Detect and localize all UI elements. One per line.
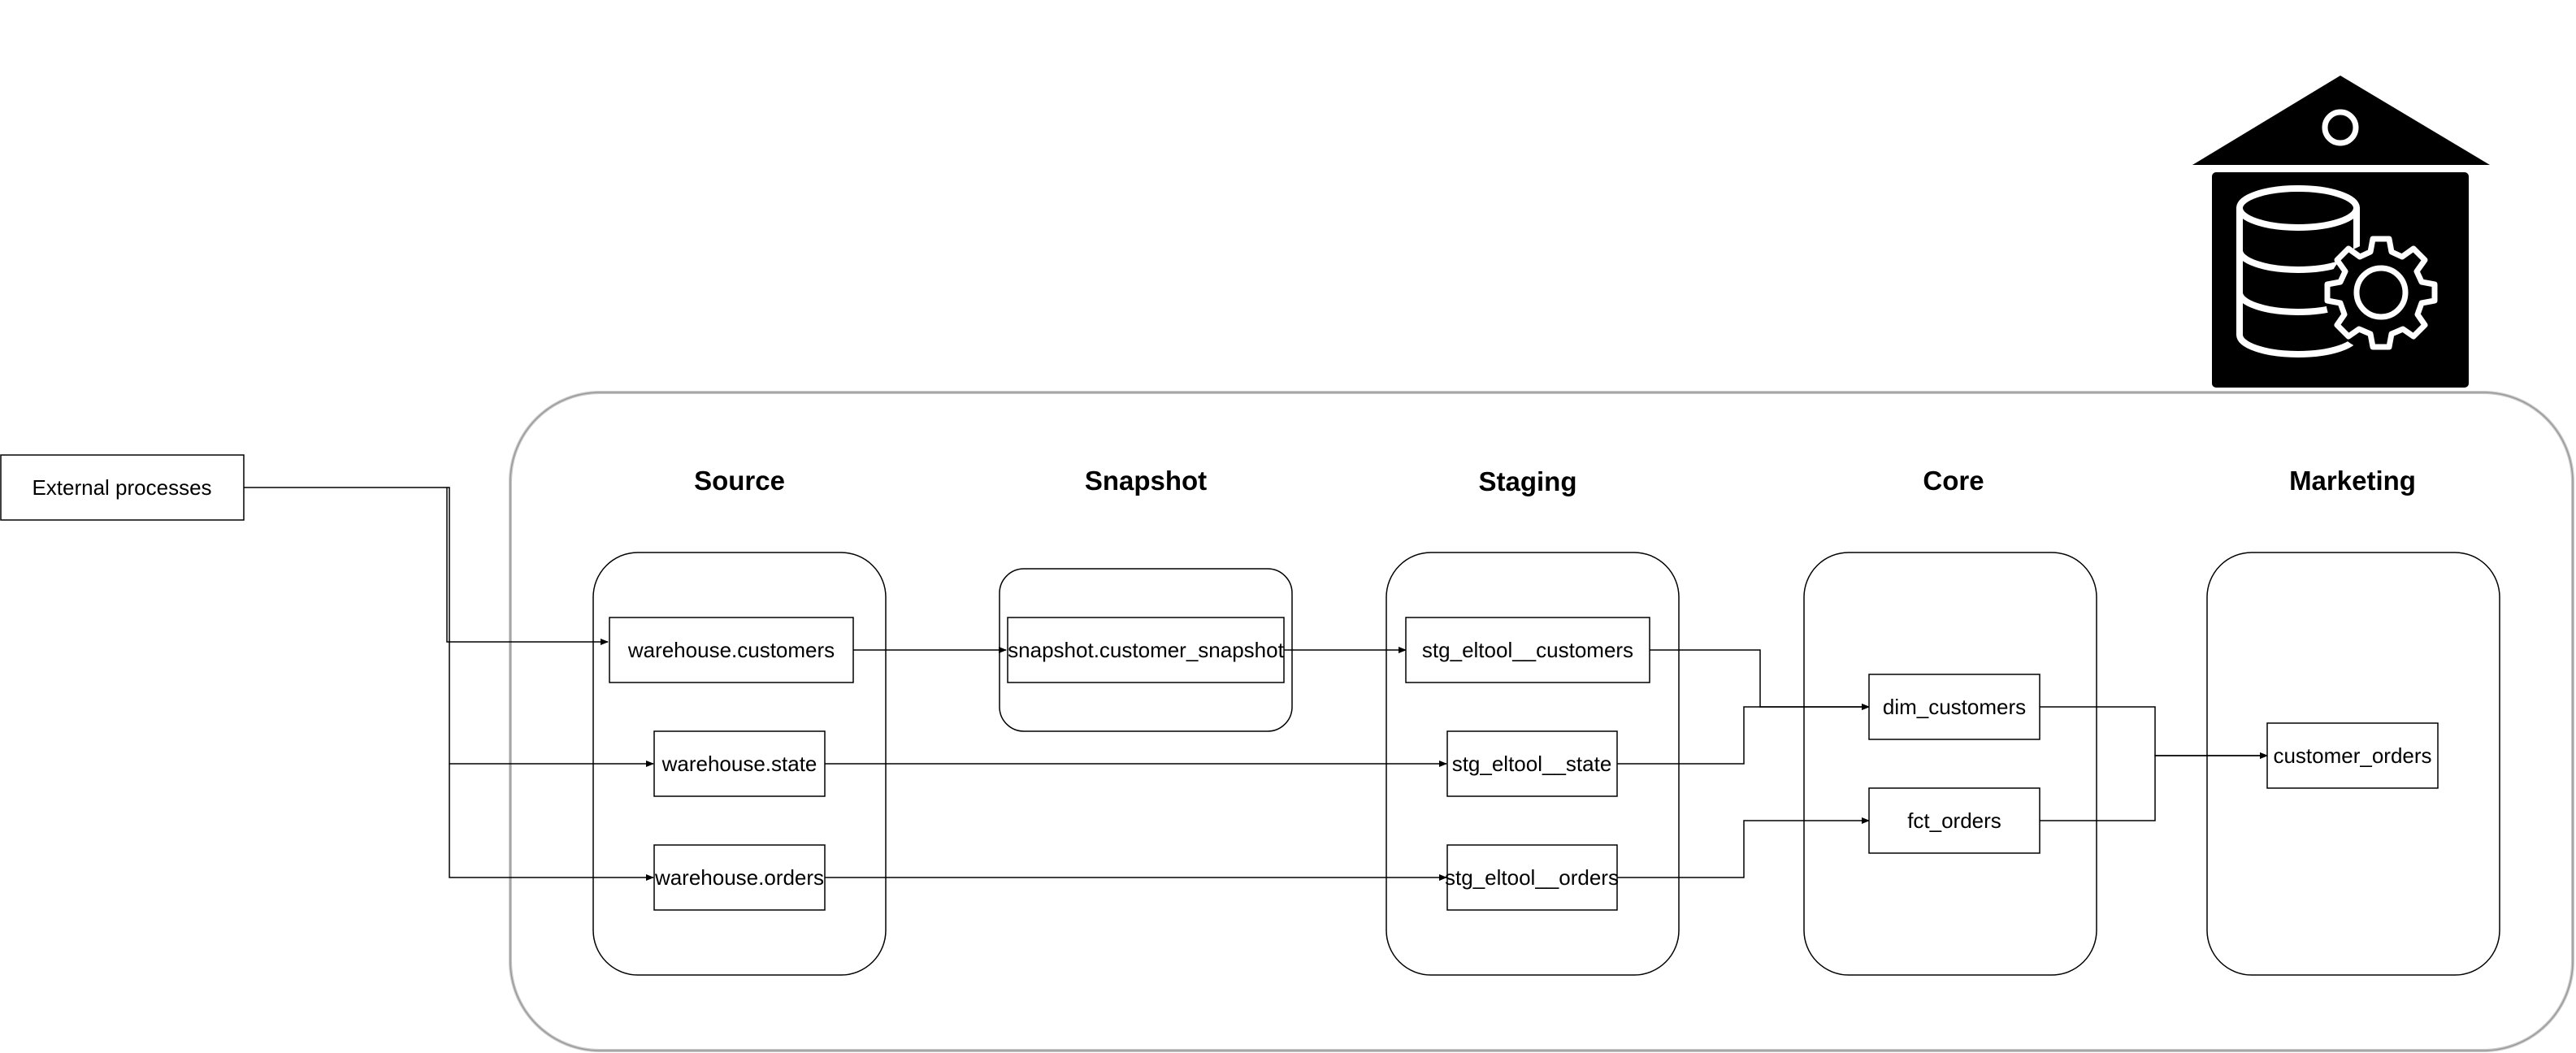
edge-stg-orders-to-fct xyxy=(1617,817,1870,878)
stg-customers-label: stg_eltool__customers xyxy=(1422,638,1633,662)
data-warehouse-icon xyxy=(2192,76,2490,388)
edge-fct-to-customer-orders xyxy=(2040,752,2268,821)
snapshot-customer-node[interactable]: snapshot.customer_snapshot xyxy=(1007,617,1285,683)
column-header-marketing: Marketing xyxy=(2289,466,2416,496)
fct-orders-node[interactable]: fct_orders xyxy=(1868,787,2040,854)
edge-stg-state-to-dim xyxy=(1617,704,1870,765)
column-header-staging: Staging xyxy=(1479,466,1577,496)
external-processes-node[interactable]: External processes xyxy=(0,454,245,521)
external-processes-label: External processes xyxy=(32,475,211,500)
edge-external-to-state xyxy=(447,487,654,767)
stg-state-label: stg_eltool__state xyxy=(1452,752,1612,776)
warehouse-orders-label: warehouse.orders xyxy=(654,865,824,890)
customer-orders-label: customer_orders xyxy=(2273,743,2431,768)
stg-orders-label: stg_eltool__orders xyxy=(1445,865,1619,890)
edge-external-to-customers xyxy=(244,487,609,645)
stg-state-node[interactable]: stg_eltool__state xyxy=(1446,730,1618,797)
warehouse-state-node[interactable]: warehouse.state xyxy=(653,730,826,797)
warehouse-orders-node[interactable]: warehouse.orders xyxy=(653,844,826,911)
stg-orders-node[interactable]: stg_eltool__orders xyxy=(1445,844,1619,911)
warehouse-state-label: warehouse.state xyxy=(661,752,817,776)
dim-customers-label: dim_customers xyxy=(1883,695,2026,719)
warehouse-customers-label: warehouse.customers xyxy=(627,638,835,662)
fct-orders-label: fct_orders xyxy=(1907,808,2001,833)
customer-orders-node[interactable]: customer_orders xyxy=(2266,722,2439,789)
connectors xyxy=(244,487,2268,881)
edge-external-to-orders xyxy=(449,764,654,881)
snapshot-customer-label: snapshot.customer_snapshot xyxy=(1008,638,1284,662)
column-header-snapshot: Snapshot xyxy=(1085,466,1207,496)
column-header-source: Source xyxy=(694,466,785,496)
dim-customers-node[interactable]: dim_customers xyxy=(1868,674,2040,740)
column-header-core: Core xyxy=(1923,466,1984,496)
warehouse-customers-node[interactable]: warehouse.customers xyxy=(609,617,854,683)
stg-customers-node[interactable]: stg_eltool__customers xyxy=(1405,617,1650,683)
core-group xyxy=(1803,552,2097,976)
